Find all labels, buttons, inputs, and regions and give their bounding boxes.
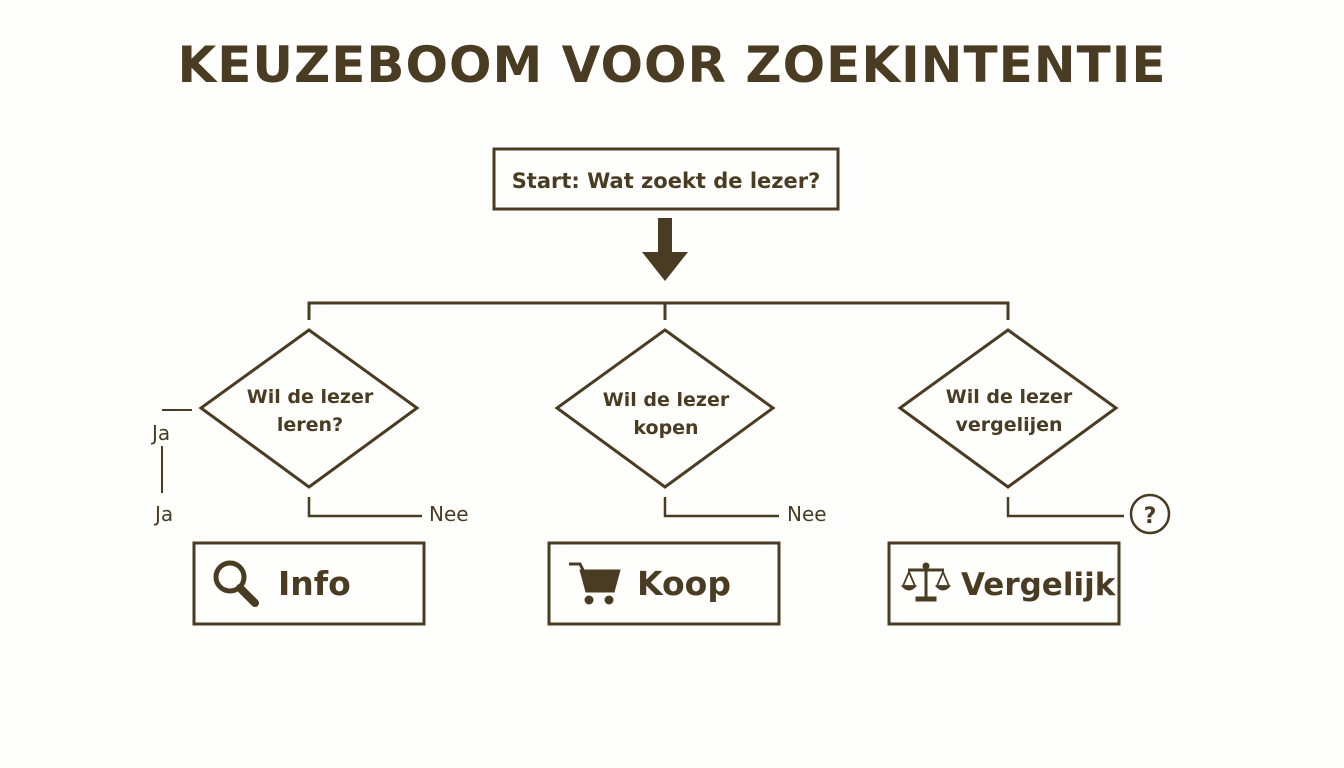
question-2-line2: kopen [633,417,698,439]
result-box-info [192,541,426,626]
question-3-line1: Wil de lezer [946,386,1073,408]
start-box [492,147,840,211]
result-label-info: Info [278,564,351,603]
question-3-line2: vergelijen [955,414,1062,436]
no-label-2: Nee [787,502,827,526]
yes-label-1: Ja [150,421,170,445]
no-connector-1 [307,497,422,518]
result-box-koop [547,541,781,626]
question-mark-label: ? [1144,504,1157,529]
question-circle [1129,493,1171,535]
page-title: KEUZEBOOM VOOR ZOEKINTENTIE [177,36,1167,94]
start-label: Start: Wat zoekt de lezer? [512,169,821,193]
decision-diamond-vergelijken [897,328,1119,489]
question-1-line2: leren? [277,414,343,436]
no-connector-2 [663,497,779,518]
no-connector-3 [1006,497,1124,518]
result-box-vergelijk [887,541,1121,626]
cart-icon [569,562,621,605]
no-label-1: Nee [429,502,469,526]
decision-diamond-leren [198,328,420,489]
result-label-koop: Koop [637,564,731,603]
result-label-vergelijk: Vergelijk [961,567,1117,603]
question-2-line1: Wil de lezer [603,389,730,411]
down-arrow-icon [642,218,688,281]
question-1-line1: Wil de lezer [247,386,374,408]
decision-diamond-kopen [554,328,776,489]
yes-label-2: Ja [153,502,173,526]
search-icon [213,560,259,607]
scales-icon [900,562,952,602]
branch-connector [307,301,1010,320]
